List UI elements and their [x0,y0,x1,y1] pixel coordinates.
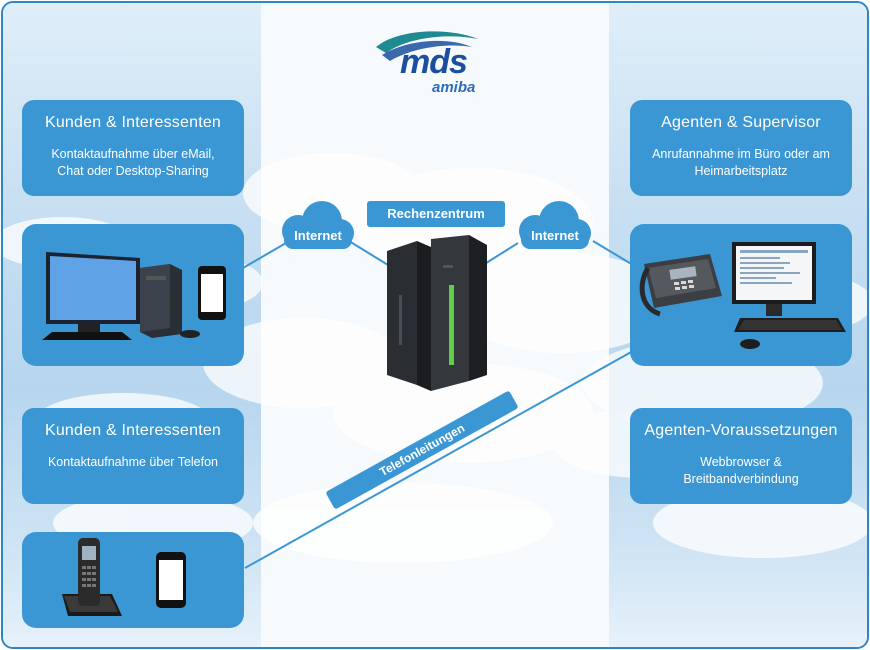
agents-supervisor-subtitle-line1: Anrufannahme im Büro oder am [652,147,830,161]
cordless-phone-and-mobile-icon [62,538,186,616]
customers-online-box: Kunden & Interessenten Kontaktaufnahme ü… [22,100,244,196]
internet-cloud-right: Internet [513,201,597,253]
internet-cloud-left: Internet [276,201,360,253]
customers-online-subtitle-line2: Chat oder Desktop-Sharing [57,164,209,178]
logo-brand: mds [400,43,468,81]
link-server-to-internet-right [482,242,519,266]
agent-requirements-subtitle-line2: Breitbandverbindung [683,472,799,486]
agent-requirements-subtitle-line1: Webbrowser & [700,455,782,469]
desktop-computer-and-smartphone-icon [42,252,226,340]
customers-phone-title: Kunden & Interessenten [44,422,222,439]
agents-supervisor-box: Agenten & Supervisor Anrufannahme im Bür… [630,100,852,196]
cloud-icon [519,201,591,249]
logo-swoosh-icon [376,31,478,61]
customers-online-subtitle: Kontaktaufnahme über eMail, Chat oder De… [22,146,244,180]
link-left-to-internet [242,242,287,269]
agent-workstation-devices-box [630,224,852,366]
customer-computer-devices-box [22,224,244,366]
cloud-icon [282,201,354,249]
agent-requirements-subtitle: Webbrowser & Breitbandverbindung [630,454,852,488]
internet-label-right: Internet [531,228,579,243]
customers-online-subtitle-line1: Kontaktaufnahme über eMail, [51,147,215,161]
datacenter-label: Rechenzentrum [367,201,505,227]
customer-phone-devices-box [22,532,244,628]
link-phone-lines [244,350,634,569]
mds-amiba-logo: mds amiba [368,25,498,105]
link-internet-to-server-left [348,240,389,266]
desk-phone-and-monitor-icon [639,242,846,349]
agents-supervisor-subtitle-line2: Heimarbeitsplatz [694,164,788,178]
customers-phone-subtitle: Kontaktaufnahme über Telefon [47,455,219,469]
server-rack-icon [387,235,487,391]
internet-label-left: Internet [294,228,342,243]
agents-supervisor-subtitle: Anrufannahme im Büro oder am Heimarbeits… [630,146,852,180]
logo-product: amiba [432,79,476,96]
customers-phone-box: Kunden & Interessenten Kontaktaufnahme ü… [22,408,244,504]
link-internet-to-right [592,240,634,266]
agent-requirements-box: Agenten-Voraussetzungen Webbrowser & Bre… [630,408,852,504]
agents-supervisor-title: Agenten & Supervisor [661,114,821,131]
agent-requirements-title: Agenten-Voraussetzungen [644,422,838,439]
customers-online-title: Kunden & Interessenten [44,114,222,131]
